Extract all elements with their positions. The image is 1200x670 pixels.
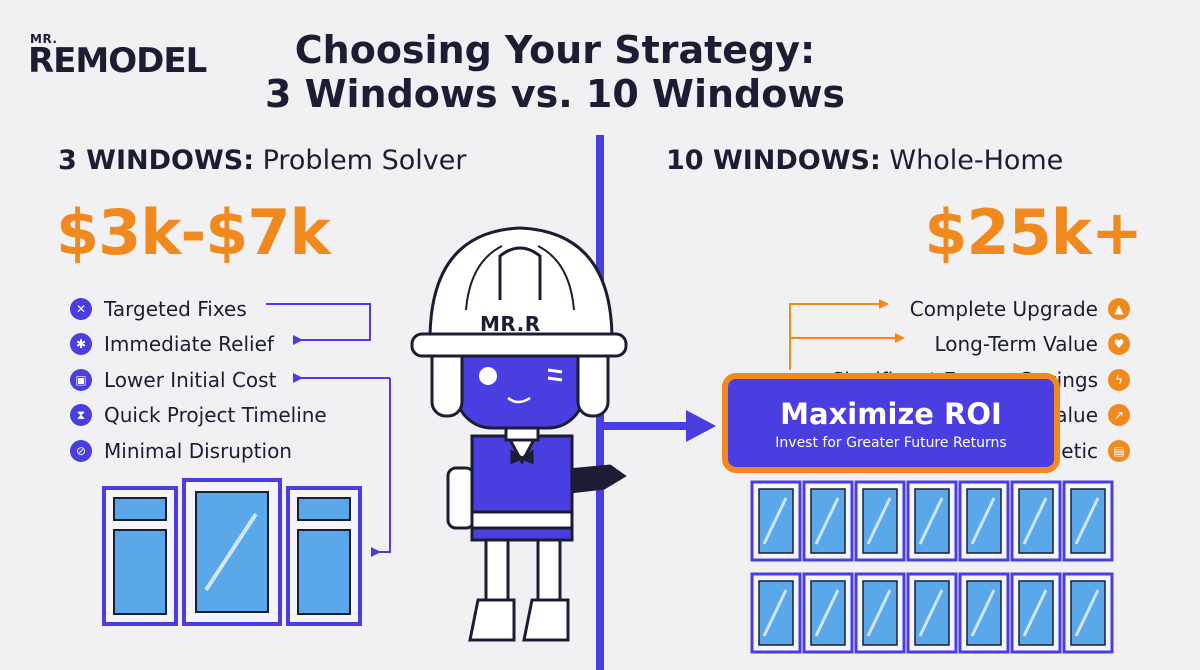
grid-window-shine: [762, 497, 788, 545]
right-heading: 10 WINDOWS: Whole-Home: [666, 145, 1063, 176]
left-heading: 3 WINDOWS: Problem Solver: [58, 145, 466, 176]
small-window-left: [102, 486, 178, 626]
mascot-left-arm: [446, 466, 476, 530]
mascot-robot: [410, 226, 628, 642]
list-item: ✕ Targeted Fixes: [70, 291, 327, 327]
hourglass-icon: ⧗: [70, 404, 92, 427]
grid-window-shine: [918, 497, 944, 545]
list-item-label: Targeted Fixes: [104, 296, 247, 321]
list-item-label: Immediate Relief: [104, 332, 274, 357]
small-window-right: [286, 486, 362, 626]
three-windows-illustration: [102, 478, 362, 626]
mascot-helmet-brim: [410, 332, 628, 358]
right-heading-bold: 10 WINDOWS:: [666, 145, 881, 176]
roi-callout: Maximize ROI Invest for Greater Future R…: [722, 373, 1060, 473]
logo-wordmark: REMODEL: [28, 41, 207, 81]
list-item: ⊘ Minimal Disruption: [70, 433, 327, 469]
wrench-icon: ✕: [70, 297, 92, 320]
grid-window-shine: [814, 589, 840, 637]
list-item: alue ↗: [832, 398, 1130, 434]
logo-prefix: MR.: [30, 32, 58, 46]
grid-window-shine: [970, 497, 996, 545]
grid-window-shine: [970, 589, 996, 637]
grid-window-shine: [1074, 589, 1100, 637]
mascot-wink-eye: [547, 368, 563, 382]
page-title-line1: Choosing Your Strategy:: [294, 28, 816, 72]
grid-window-shine: [1022, 589, 1048, 637]
roi-subtitle: Invest for Greater Future Returns: [775, 435, 1007, 451]
mascot-left-eye: [479, 367, 497, 385]
heart-hand-icon: ♥: [1108, 333, 1130, 356]
lightbulb-icon: ✱: [70, 333, 92, 356]
left-heading-rest: Problem Solver: [254, 145, 467, 176]
right-price: $25k+: [924, 196, 1143, 269]
list-item: etic ▤: [832, 433, 1130, 469]
bolt-icon: ϟ: [1108, 368, 1130, 391]
mascot-helmet: [428, 226, 614, 342]
mascot-tool-belt: [470, 510, 574, 530]
roi-title: Maximize ROI: [780, 397, 1002, 431]
chart-up-icon: ▲: [1108, 297, 1130, 320]
list-item: ⧗ Quick Project Timeline: [70, 398, 327, 434]
grid-window-shine: [918, 589, 944, 637]
list-item-label: Lower Initial Cost: [104, 367, 277, 392]
grid-window-shine: [866, 497, 892, 545]
right-heading-rest: Whole-Home: [880, 145, 1064, 176]
left-benefits-list: ✕ Targeted Fixes ✱ Immediate Relief ▣ Lo…: [70, 291, 327, 469]
grid-window-shine: [762, 589, 788, 637]
roi-arrow: [604, 410, 716, 442]
list-item: Complete Upgrade ▲: [832, 291, 1130, 327]
list-item-label: alue: [1055, 403, 1098, 428]
list-item-label: etic: [1061, 438, 1098, 463]
mascot-pointing-hand: [566, 464, 627, 494]
list-item-label: Quick Project Timeline: [104, 403, 327, 428]
left-heading-bold: 3 WINDOWS:: [58, 145, 255, 176]
trend-icon: ↗: [1108, 404, 1130, 427]
frame-icon: ▤: [1108, 439, 1130, 462]
list-item-label: Minimal Disruption: [104, 438, 292, 463]
large-window-center: [182, 478, 282, 626]
ten-windows-illustration: [750, 480, 1114, 654]
list-item-label: Complete Upgrade: [909, 296, 1098, 321]
left-price: $3k-$7k: [56, 196, 331, 269]
left-connector-lines: [266, 303, 391, 557]
list-item-label: Long-Term Value: [934, 332, 1098, 357]
helmet-label: MR.R: [480, 312, 541, 336]
wallet-icon: ▣: [70, 368, 92, 391]
list-item: ✱ Immediate Relief: [70, 327, 327, 363]
list-item: ▣ Lower Initial Cost: [70, 362, 327, 398]
page-title-line2: 3 Windows vs. 10 Windows: [264, 72, 846, 116]
mascot-right-boot: [522, 598, 570, 642]
grid-window-shine: [814, 497, 840, 545]
no-disruption-icon: ⊘: [70, 439, 92, 462]
right-connector-lines: [789, 299, 905, 370]
grid-window-shine: [1022, 497, 1048, 545]
grid-window-shine: [866, 589, 892, 637]
list-item: Long-Term Value ♥: [832, 327, 1130, 363]
mascot-left-boot: [468, 598, 516, 642]
grid-window-shine: [1074, 497, 1100, 545]
